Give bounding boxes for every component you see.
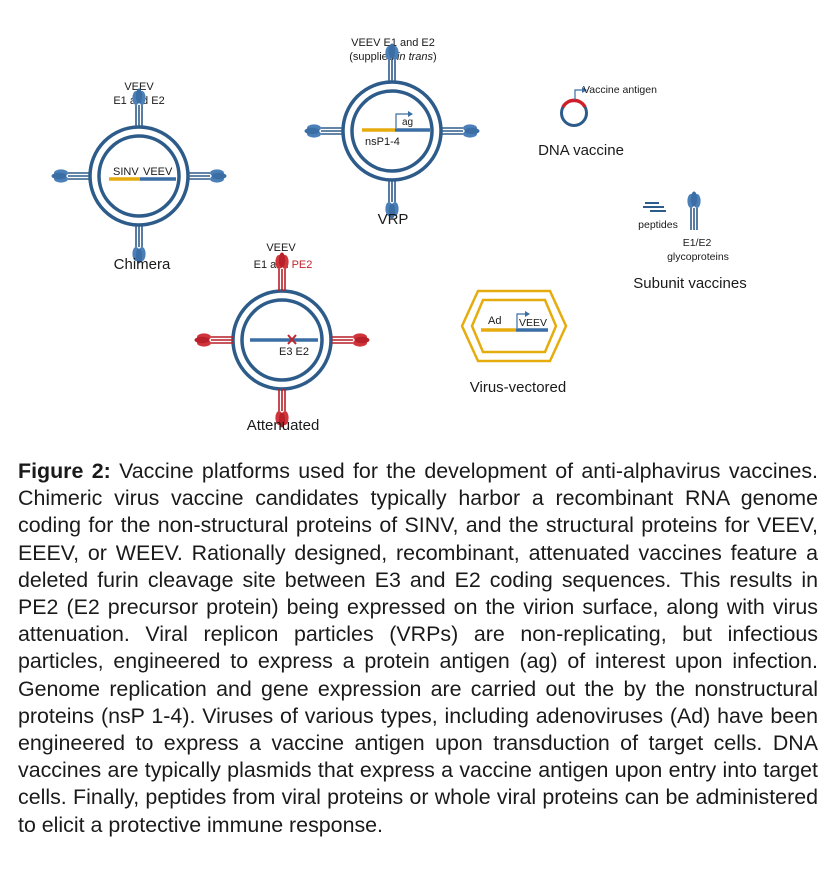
chimera-capsid — [97, 134, 181, 218]
chimera-outer-membrane — [88, 125, 190, 227]
caption-text: Vaccine platforms used for the developme… — [18, 459, 818, 837]
dna-label: DNA vaccine — [538, 142, 624, 159]
chimera-spike-right — [187, 168, 228, 184]
attenuated-capsid — [240, 298, 324, 382]
subunit-panel: peptides E1/E2 glycoproteins Subunit vac… — [633, 190, 747, 292]
vrp-capsid — [350, 89, 434, 173]
figure-caption: Figure 2: Vaccine platforms used for the… — [18, 458, 818, 839]
figure-diagram: VEEV E1 and E2 SINV VEEV Chimera VEEV E1… — [50, 37, 747, 434]
attenuated-spike-right — [330, 332, 371, 348]
vrp-glyco-line1: VEEV E1 and E2 — [351, 37, 435, 49]
attenuated-spike-left — [193, 332, 234, 348]
attenuated-spike-top — [274, 251, 290, 292]
subunit-glycoprotein — [686, 190, 702, 231]
subunit-glyco-line2: glycoproteins — [667, 251, 729, 263]
attenuated-panel: VEEV E1 and PE2 E3 E2 Attenuated — [193, 242, 371, 434]
virus-vectored-label: Virus-vectored — [470, 379, 566, 396]
chimera-seg-right: VEEV — [143, 166, 173, 178]
attenuated-label: Attenuated — [247, 417, 320, 434]
dna-panel: Vaccine antigen DNA vaccine — [538, 84, 657, 159]
subunit-label: Subunit vaccines — [633, 275, 746, 292]
chimera-seg-left: SINV — [113, 166, 139, 178]
dna-antigen-label: Vaccine antigen — [583, 84, 657, 96]
chimera-glyco-line1: VEEV — [124, 81, 154, 93]
chimera-label: Chimera — [114, 256, 171, 273]
vector-capsid-outer — [460, 289, 568, 363]
vector-seg-left: Ad — [488, 315, 501, 327]
vector-capsid-inner — [470, 298, 558, 354]
vrp-panel: VEEV E1 and E2 (supplied in trans) ag ns… — [303, 37, 481, 228]
vrp-glyco-line2: (supplied in trans) — [349, 51, 436, 63]
virus-vectored-panel: Ad VEEV Virus-vectored — [460, 289, 568, 396]
vrp-label: VRP — [378, 211, 409, 228]
vrp-promoter-arrow — [395, 113, 410, 128]
dna-antigen-arc — [561, 98, 587, 108]
caption-label: Figure 2: — [18, 459, 111, 483]
vrp-spike-right — [440, 123, 481, 139]
vector-seg-right: VEEV — [519, 317, 547, 329]
figure: VEEV E1 and E2 SINV VEEV Chimera VEEV E1… — [50, 37, 747, 434]
attenuated-glyco-line1: VEEV — [266, 242, 296, 254]
deletion-mark-icon — [287, 334, 297, 345]
subunit-glyco-line1: E1/E2 — [683, 237, 712, 249]
vrp-seg-left: nsP1-4 — [365, 136, 400, 148]
chimera-panel: VEEV E1 and E2 SINV VEEV Chimera — [50, 81, 228, 273]
chimera-spike-top — [131, 87, 147, 128]
chimera-spike-left — [50, 168, 91, 184]
attenuated-seg: E3 E2 — [279, 346, 309, 358]
subunit-peptides: peptides — [638, 219, 678, 231]
vrp-spike-left — [303, 123, 344, 139]
vector-promoter-arrow — [516, 313, 527, 328]
dna-promoter-arrow — [574, 89, 584, 100]
vrp-seg-right: ag — [402, 117, 413, 128]
